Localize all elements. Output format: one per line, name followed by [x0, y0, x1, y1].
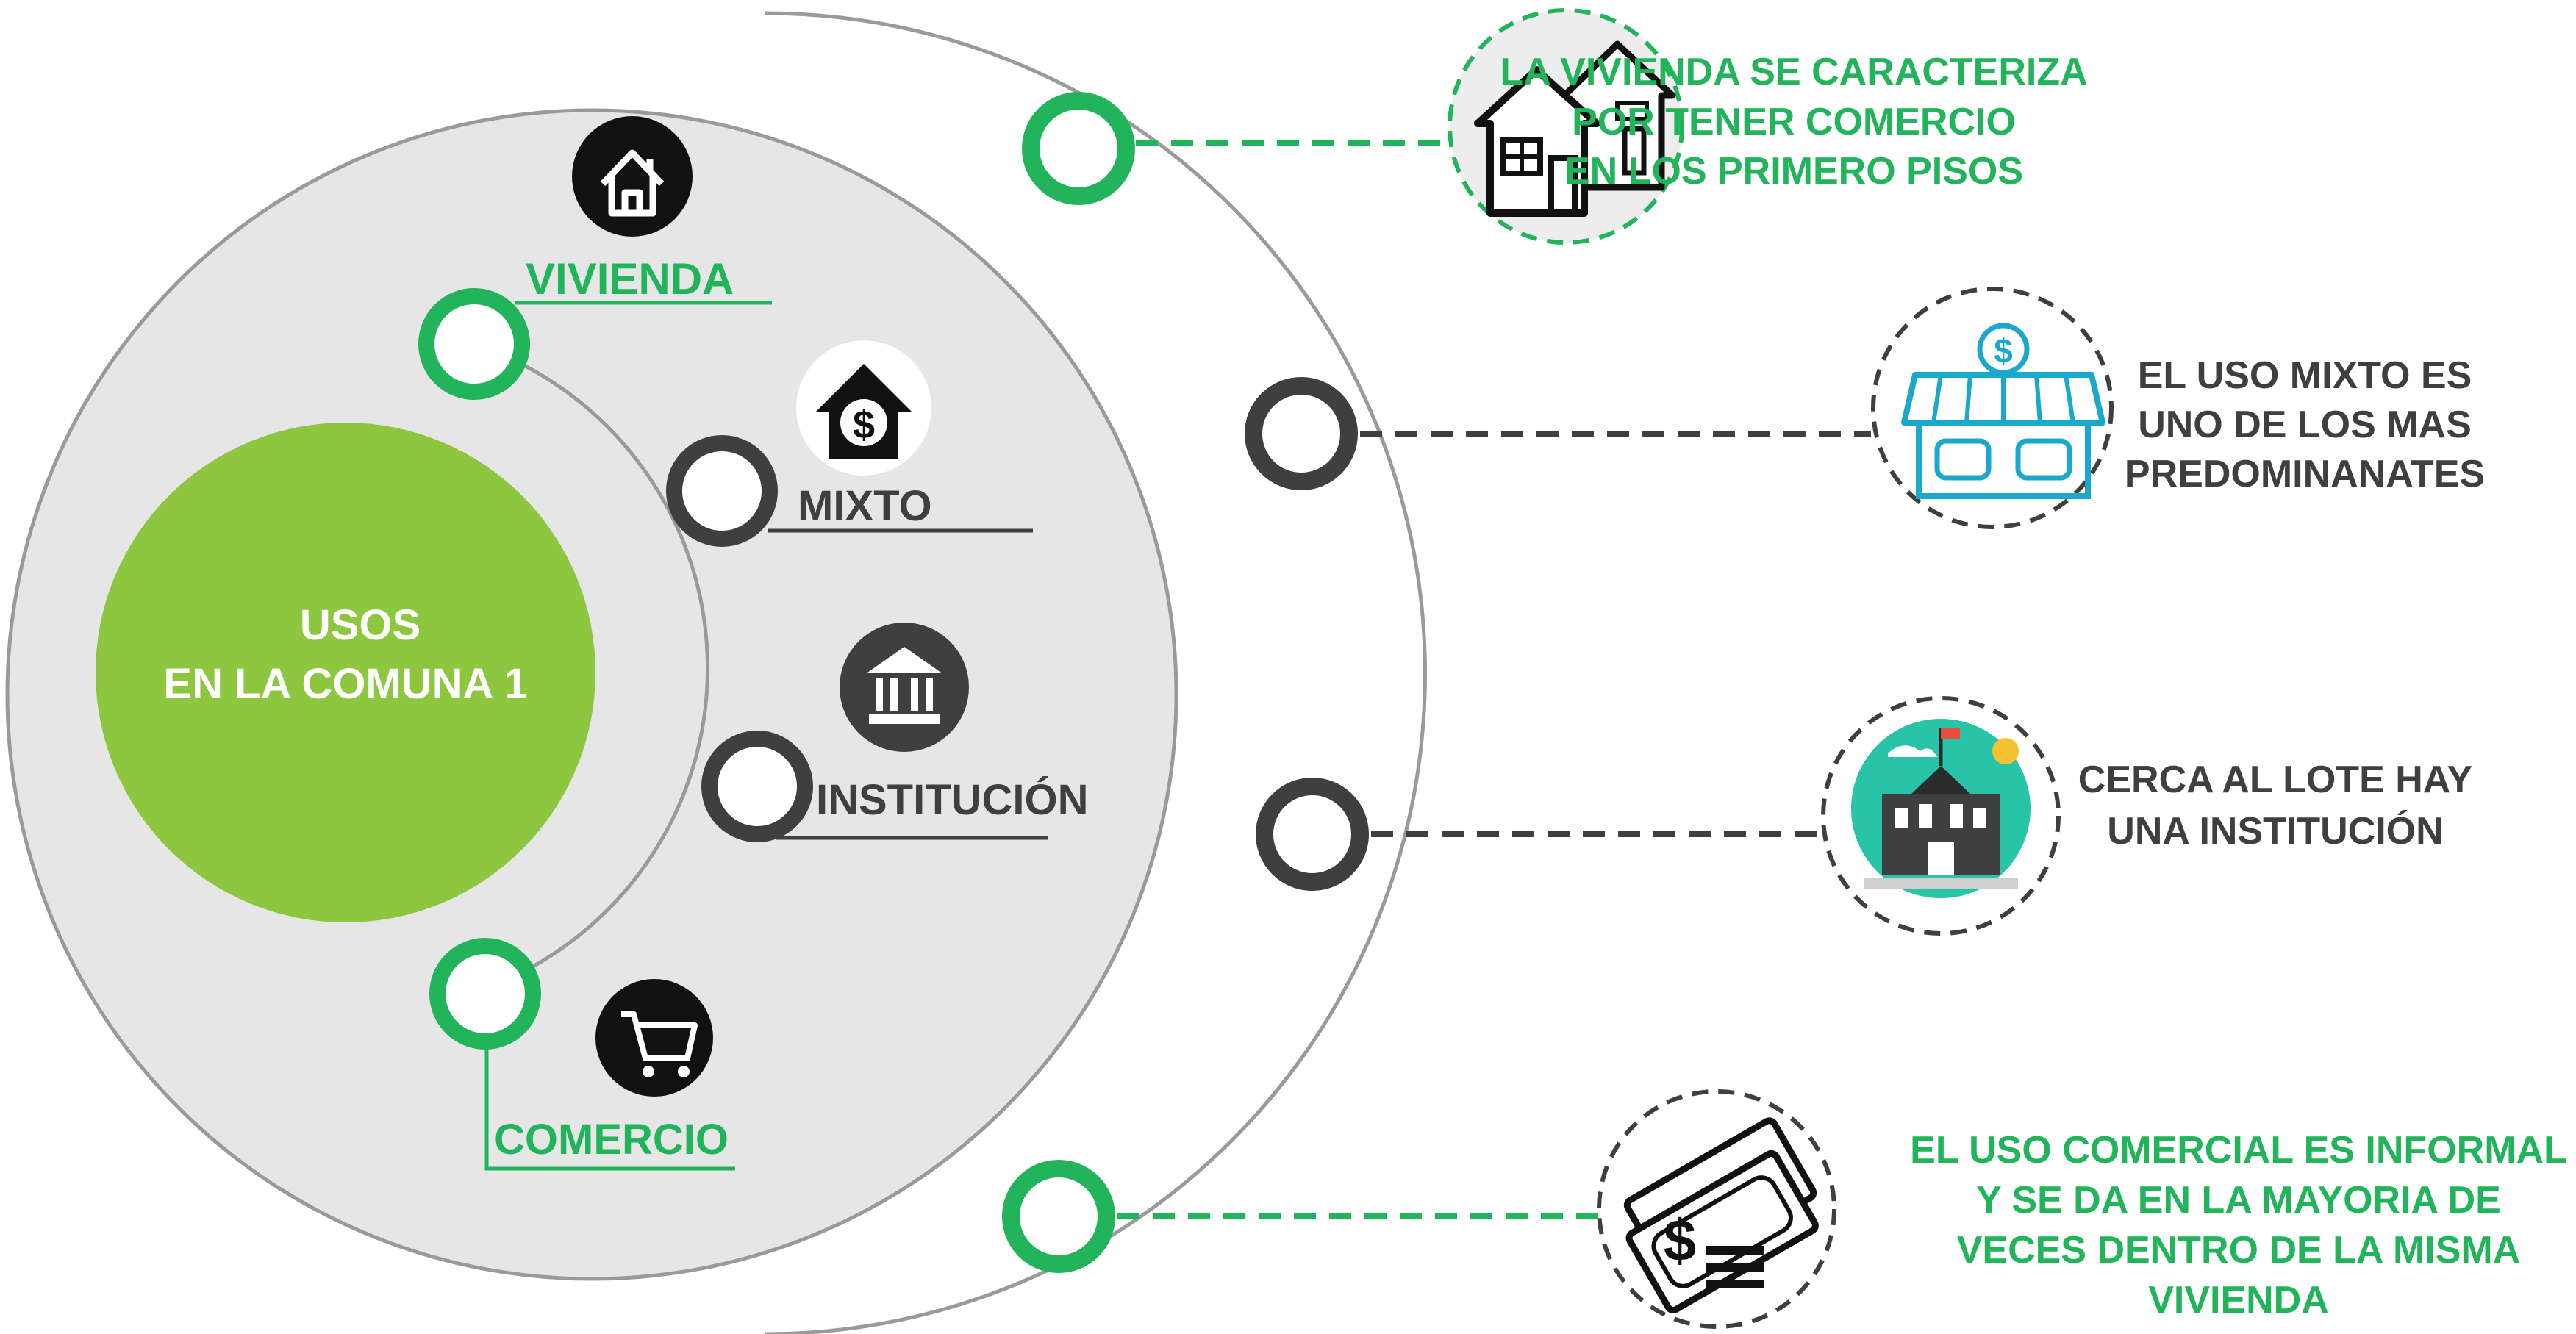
svg-text:$: $ — [1994, 331, 2013, 370]
bank-icon — [840, 623, 969, 752]
category-institucion: INSTITUCIÓN — [701, 623, 1089, 842]
note-mixto-line1: EL USO MIXTO ES — [2138, 354, 2472, 397]
note-mixto: EL USO MIXTO ES UNO DE LOS MAS PREDOMINA… — [2125, 354, 2485, 495]
house-dollar-icon-symbol: $ — [853, 403, 875, 447]
note-comercio-line4: VIVIENDA — [2148, 1279, 2329, 1322]
house-icon-glyph — [600, 149, 665, 217]
label-comercio: COMERCIO — [494, 1116, 729, 1163]
shopping-cart-icon-glyph — [621, 1011, 698, 1061]
house-icon — [572, 116, 693, 237]
outer-node-institucion — [1256, 778, 1369, 891]
node-comercio — [429, 938, 541, 1050]
label-mixto: MIXTO — [798, 482, 932, 530]
svg-text:$: $ — [1664, 1208, 1697, 1273]
center-disc — [96, 423, 595, 922]
note-mixto-line3: PREDOMINANATES — [2125, 453, 2485, 495]
label-institucion: INSTITUCIÓN — [816, 776, 1089, 824]
money-bills-icon: $ — [1597, 1089, 1836, 1329]
note-institucion-line1: CERCA AL LOTE HAY — [2078, 759, 2472, 801]
node-mixto — [666, 435, 778, 547]
note-vivienda: LA VIVIENDA SE CARACTERIZA POR TENER COM… — [1500, 51, 2087, 193]
note-vivienda-line1: LA VIVIENDA SE CARACTERIZA — [1500, 51, 2087, 93]
school-building-icon — [1821, 696, 2061, 936]
shopping-cart-icon — [595, 979, 713, 1097]
connector-comercio — [484, 1044, 735, 1171]
category-comercio: COMERCIO — [429, 938, 735, 1171]
category-mixto: $ MIXTO — [666, 340, 1033, 547]
note-vivienda-line2: POR TENER COMERCIO — [1572, 101, 2016, 143]
note-comercio: EL USO COMERCIAL ES INFORMAL Y SE DA EN … — [1910, 1129, 2567, 1322]
note-institucion-line2: UNA INSTITUCIÓN — [2107, 810, 2443, 853]
label-vivienda: VIVIENDA — [526, 254, 734, 304]
note-comercio-line3: VECES DENTRO DE LA MISMA — [1957, 1229, 2521, 1272]
shopping-cart-icon-wheel-left — [643, 1066, 654, 1077]
houses-icon — [1448, 8, 1684, 245]
center-title-line2: EN LA COMUNA 1 — [163, 660, 527, 708]
outer-node-vivienda — [1022, 92, 1135, 205]
note-institucion: CERCA AL LOTE HAY UNA INSTITUCIÓN — [2078, 759, 2472, 853]
bank-icon-columns — [876, 678, 933, 711]
note-comercio-line1: EL USO COMERCIAL ES INFORMAL — [1910, 1129, 2567, 1172]
center-title-line1: USOS — [300, 601, 421, 649]
bank-icon-glyph — [867, 647, 941, 724]
outer-node-comercio — [1002, 1160, 1115, 1273]
note-comercio-line2: Y SE DA EN LA MAYORIA DE — [1976, 1179, 2501, 1222]
node-institucion — [701, 731, 813, 842]
house-dollar-icon-coin — [840, 399, 887, 446]
storefront-dollar-icon: $ — [1871, 287, 2114, 529]
category-vivienda: VIVIENDA — [418, 116, 772, 400]
shopping-cart-icon-wheel-right — [678, 1066, 690, 1077]
inner-arc — [477, 343, 710, 991]
outer-node-mixto — [1245, 377, 1358, 490]
note-mixto-line2: UNO DE LOS MAS — [2138, 404, 2472, 446]
note-vivienda-line3: EN LOS PRIMERO PISOS — [1564, 150, 2023, 193]
node-vivienda — [418, 288, 530, 400]
